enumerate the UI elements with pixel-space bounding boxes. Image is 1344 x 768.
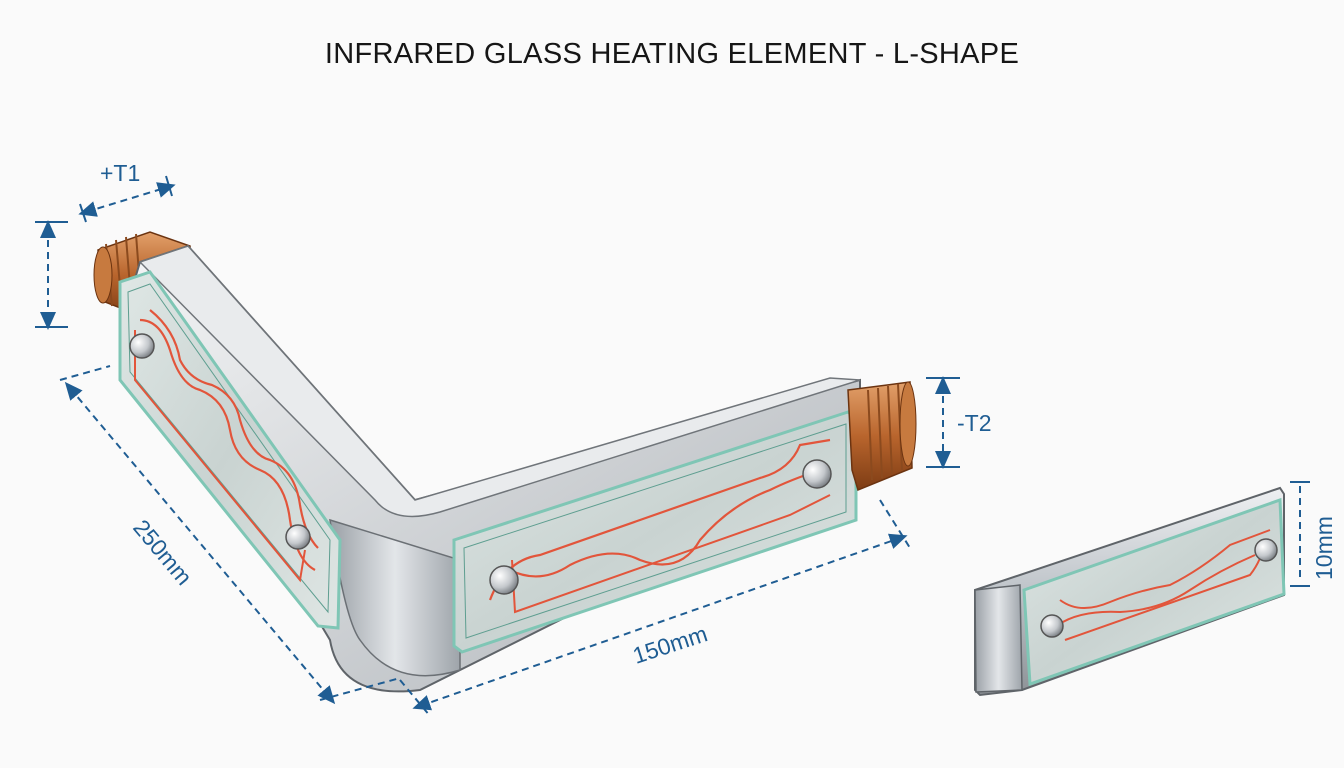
screw-icon — [1040, 614, 1064, 638]
label-thickness: 10mm — [1311, 516, 1337, 580]
screw-icon — [285, 524, 311, 550]
label-terminal-positive: +T1 — [100, 160, 140, 186]
l-shape-element — [93, 231, 917, 693]
label-terminal-negative: -T2 — [957, 410, 992, 436]
screw-icon — [489, 565, 519, 595]
straight-element-detail — [974, 486, 1286, 697]
terminal-t2-connector — [847, 381, 917, 492]
dimension-lines — [35, 175, 1310, 717]
screw-icon — [802, 459, 832, 489]
label-length-long-leg: 250mm — [128, 515, 197, 590]
screw-icon — [1254, 538, 1278, 562]
screw-icon — [129, 333, 155, 359]
label-length-short-leg: 150mm — [630, 620, 711, 668]
diagram-title: INFRARED GLASS HEATING ELEMENT - L-SHAPE — [324, 38, 1020, 70]
